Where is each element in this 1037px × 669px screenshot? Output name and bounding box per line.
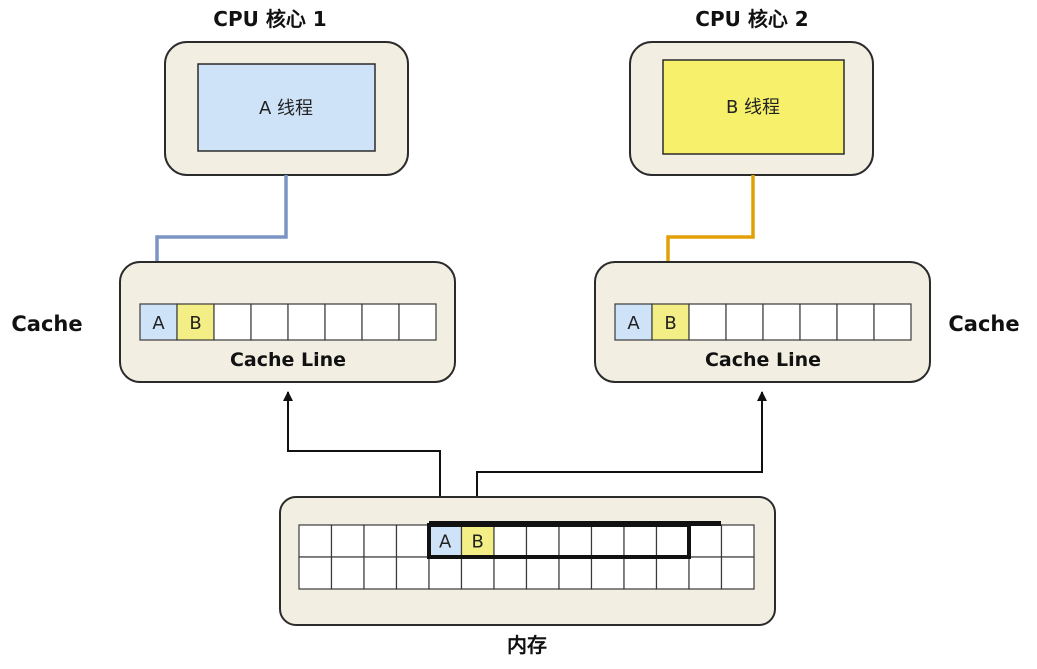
memory-cell [655,556,690,590]
memory-cell [493,524,528,558]
memory-cell [395,556,430,590]
cpu2-title: CPU 核心 2 [695,7,808,31]
memory-cell [655,524,690,558]
memory-cell [330,556,365,590]
cache-right-cell [799,303,838,341]
memory-cell [688,524,723,558]
memory-cell [330,524,365,558]
cache-right-cell-a-label: A [627,313,640,334]
cache-right-cell [836,303,875,341]
cache-left-cell [213,303,252,341]
memory-cell [590,556,625,590]
cache-right-cell [688,303,727,341]
cache-line-left-label: Cache Line [230,349,346,371]
memory-cell [298,524,333,558]
thread-a-label: A 线程 [259,98,313,119]
cache-right-side-label: Cache [948,312,1019,336]
memory-cell-b [460,524,495,558]
memory-cell [460,556,495,590]
cache-left-cell-b [176,303,215,341]
arrow-memory-to-cache-right [476,391,767,497]
memory-cell [363,524,398,558]
cache-left-cell [361,303,400,341]
memory-cell [720,524,755,558]
thread-b-box [662,59,845,155]
memory-cell [623,556,658,590]
arrow-memory-to-cache-left [283,391,441,497]
cache-left-cell [324,303,363,341]
thread-b-label: B 线程 [726,97,780,118]
memory-cell [493,556,528,590]
memory-cell-b-label: B [472,532,484,553]
cache-right-cell [762,303,801,341]
cache-right-cell [873,303,912,341]
memory-cell [298,556,333,590]
cache-line-highlight [427,523,691,559]
cache-line-right-label: Cache Line [705,349,821,371]
memory-cell [395,524,430,558]
memory-cell-a-label: A [439,532,452,553]
memory-cell [623,524,658,558]
thread-a-box [197,63,376,152]
cache-right-cell-b-label: B [664,313,676,334]
cache-left-cell-a-label: A [152,313,165,334]
memory-cell [525,524,560,558]
cache-right-cell-b [651,303,690,341]
cache-left-cell-b-label: B [189,313,201,334]
memory-cell [363,556,398,590]
memory-cell [558,556,593,590]
cache-right-cell [725,303,764,341]
memory-cell [428,556,463,590]
cache-left-cell [287,303,326,341]
memory-cell [590,524,625,558]
memory-label: 内存 [507,633,547,657]
memory-cell [720,556,755,590]
memory-cell [688,556,723,590]
cache-left-side-label: Cache [11,312,82,336]
memory-cell [558,524,593,558]
cache-left-cell [398,303,437,341]
cpu1-title: CPU 核心 1 [213,7,326,31]
cache-left-cell [250,303,289,341]
memory-cell [525,556,560,590]
